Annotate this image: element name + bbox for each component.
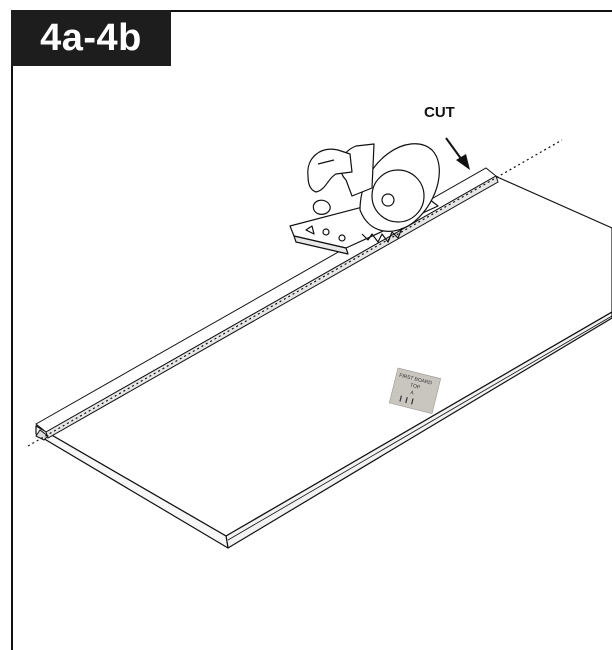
instruction-frame xyxy=(11,10,612,650)
shelf-board xyxy=(35,171,612,549)
board-label-sticker: FIRST BOARD TOP A xyxy=(388,367,442,414)
circular-saw-icon xyxy=(289,143,440,255)
cut-callout-label: CUT xyxy=(424,104,455,121)
step-number-badge: 4a-4b xyxy=(11,10,171,66)
sticker-line-3: A xyxy=(410,390,415,397)
sticker-line-2: TOP xyxy=(409,383,421,391)
cut-arrow-icon xyxy=(445,137,470,170)
